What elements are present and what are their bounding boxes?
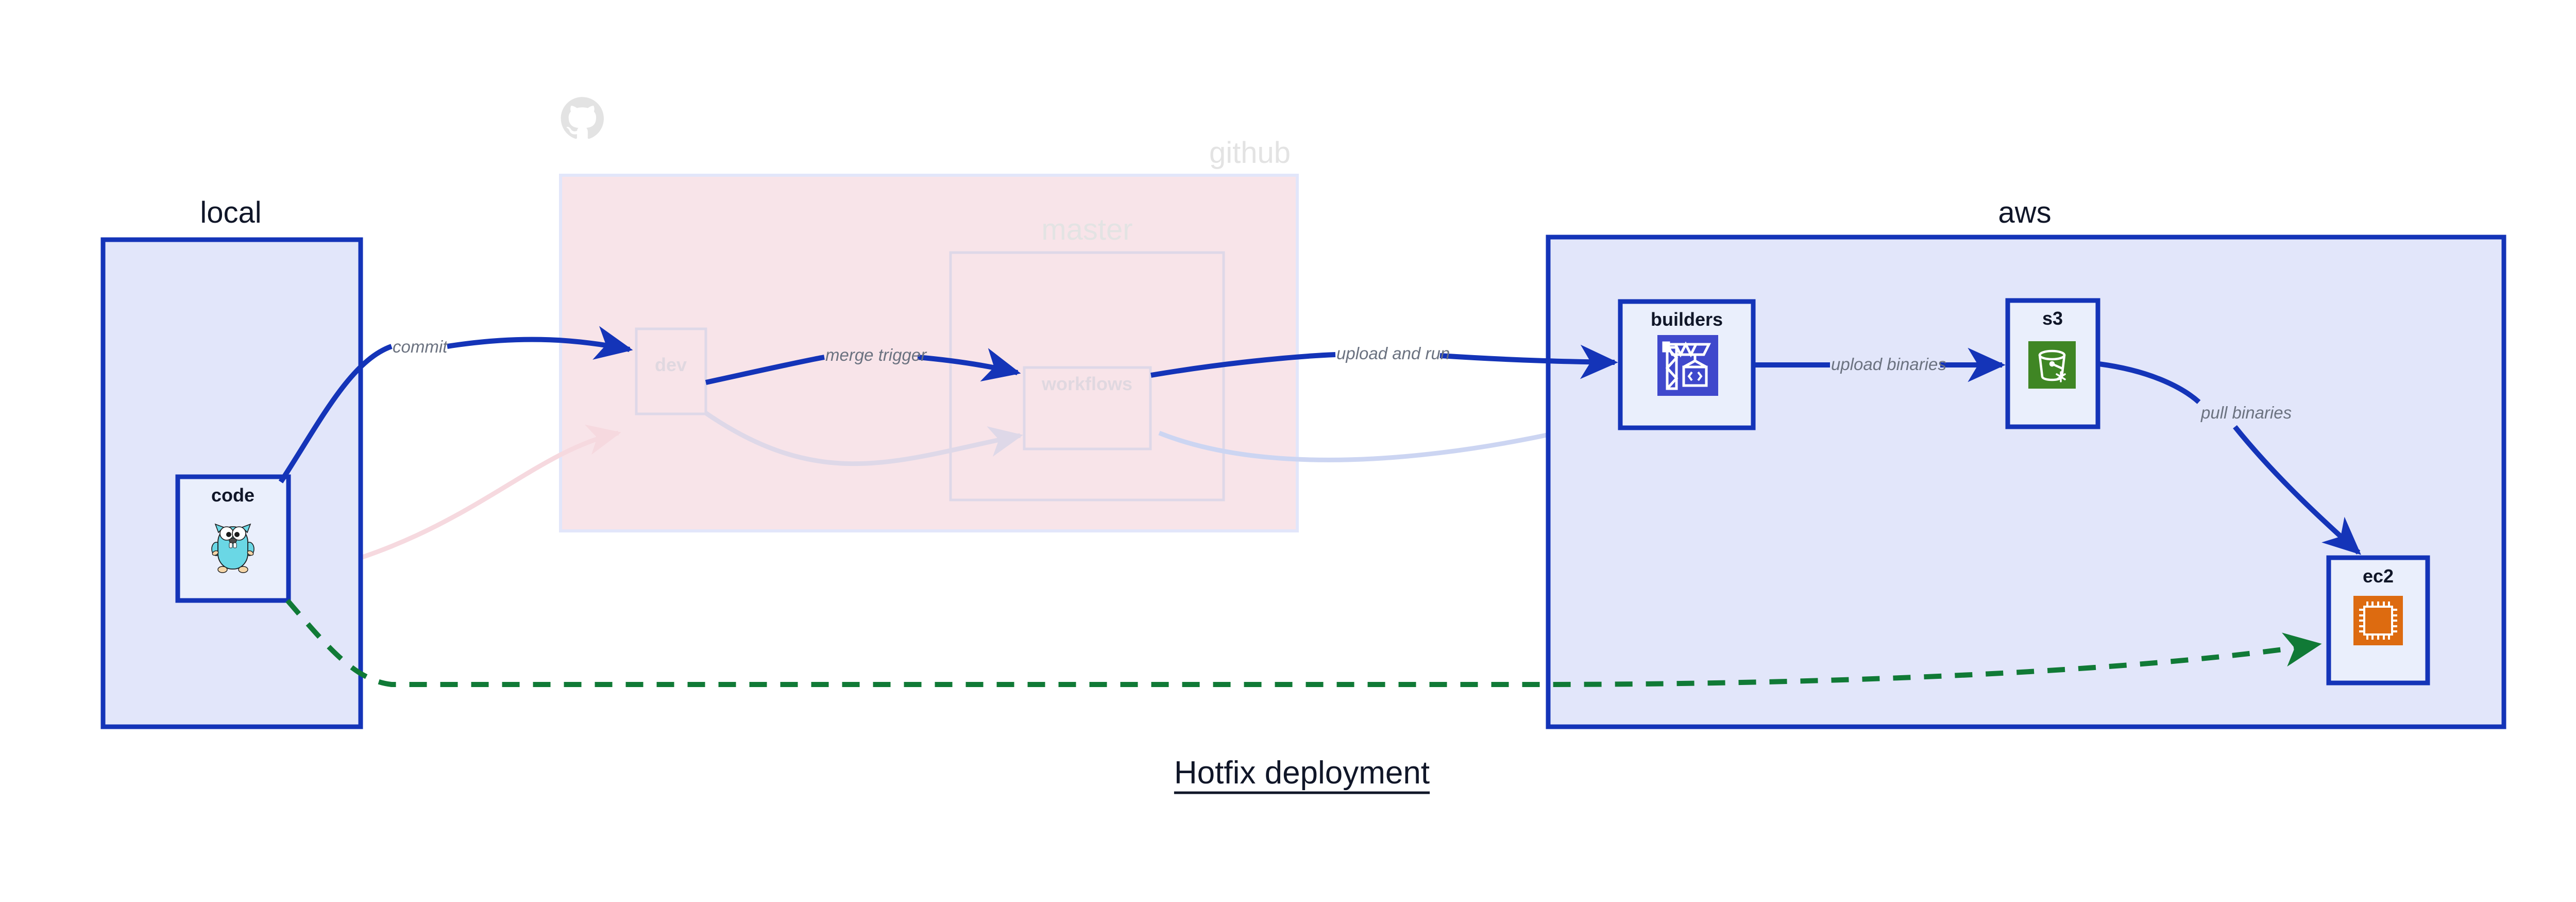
edge-label-upload-and-run: upload and run [1336, 344, 1450, 363]
edge-layer: commit merge trigger upload and run uplo… [278, 326, 2361, 687]
node-s3[interactable]: s3 [2005, 298, 2100, 429]
node-dev[interactable]: dev [635, 327, 707, 415]
master-group-label: master [1041, 213, 1132, 246]
github-group-box [559, 174, 1299, 532]
group-local[interactable]: local [100, 196, 363, 729]
edge-pullbin-path-b [2233, 425, 2361, 555]
go-gopher-icon [211, 523, 255, 573]
edge-label-upload-binaries: upload binaries [1831, 355, 1946, 374]
aws-ec2-chip-icon [2353, 596, 2403, 645]
edge-hotfix-direct [285, 598, 2322, 687]
local-group-label: local [200, 196, 261, 229]
node-workflows[interactable]: workflows [1023, 366, 1152, 450]
edge-commit-path-b [447, 326, 633, 360]
builders-node-label: builders [1651, 309, 1723, 330]
edge-merge-path-b [917, 348, 1021, 382]
edge-merge-path-a [705, 355, 825, 385]
node-ec2[interactable]: ec2 [2326, 555, 2430, 686]
dev-node-box [635, 327, 707, 415]
edge-label-pull-binaries: pull binaries [2200, 403, 2292, 422]
edge-commit-path-a [278, 344, 393, 483]
github-octocat-icon [561, 97, 604, 139]
edge-uploadrun-path-b [1439, 344, 1618, 379]
aws-s3-glacier-icon [2028, 341, 2076, 389]
aws-group-label: aws [1998, 196, 2051, 229]
diagram-title: Hotfix deployment [1174, 755, 1430, 794]
edge-faded-dev-workflows [703, 410, 1023, 466]
group-github[interactable]: github [559, 97, 1299, 532]
workflows-node-box [1023, 366, 1152, 450]
title-text: Hotfix deployment [1174, 755, 1430, 791]
aws-codebuild-icon [1657, 335, 1718, 396]
edge-label-commit: commit [393, 337, 448, 356]
edge-uploadrun-path-a [1150, 352, 1336, 378]
github-group-label: github [1209, 136, 1291, 170]
s3-node-box [2005, 298, 2100, 429]
edge-label-merge-trigger: merge trigger [825, 345, 927, 364]
master-group-box [949, 251, 1225, 502]
code-node-label: code [211, 485, 255, 506]
group-master[interactable]: master [949, 213, 1225, 502]
workflows-node-label: workflows [1041, 373, 1132, 394]
node-builders[interactable]: builders [1618, 299, 1756, 430]
s3-node-label: s3 [2042, 308, 2063, 329]
node-code[interactable]: code [175, 474, 291, 603]
edge-pullbin-path-a [2098, 361, 2201, 404]
dev-node-label: dev [655, 354, 687, 375]
ec2-node-label: ec2 [2363, 565, 2394, 587]
